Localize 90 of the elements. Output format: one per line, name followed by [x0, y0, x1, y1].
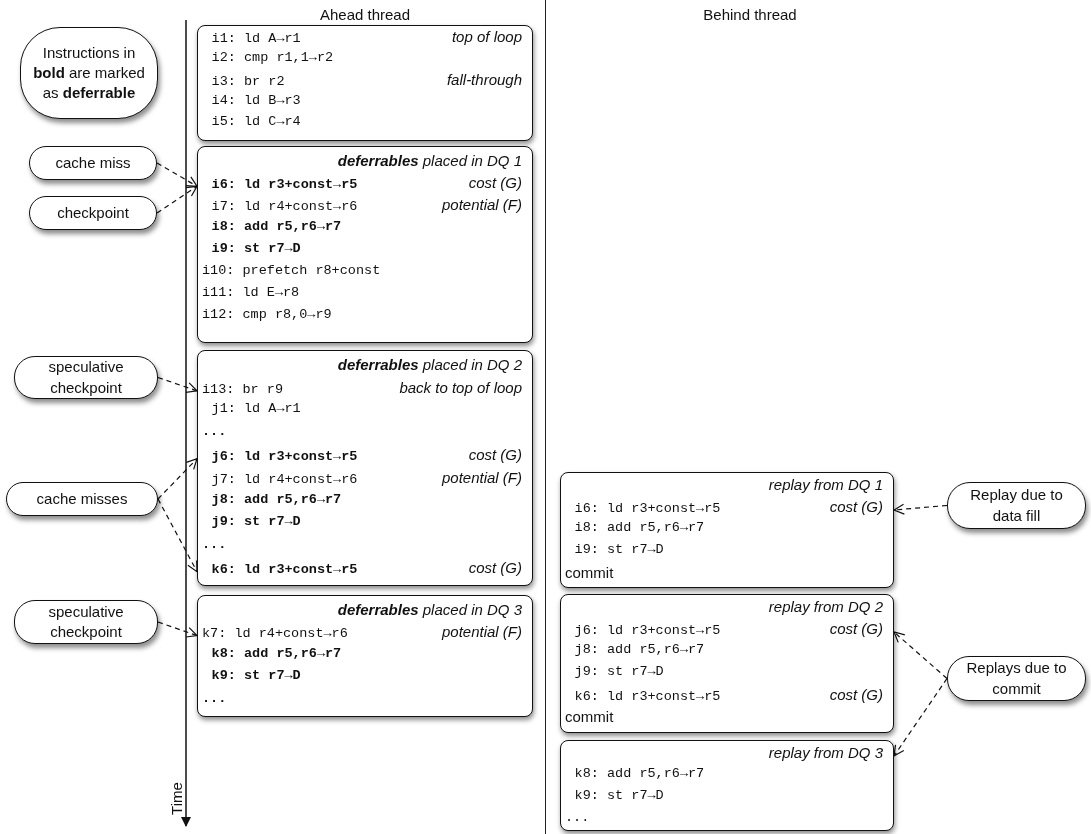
- queue-heading: deferrables placed in DQ 2: [337, 356, 522, 373]
- callout-text: Replays due to commit: [965, 658, 1068, 699]
- callout-bubble: [20, 27, 158, 119]
- instruction-text: j9: st r7→D: [574, 664, 664, 679]
- arrow: [157, 376, 198, 393]
- annotation-text: cost (G): [829, 686, 883, 703]
- instruction-text: j6: ld r3+const→r5: [211, 449, 358, 465]
- instruction-box: [560, 472, 894, 588]
- queue-heading: deferrables placed in DQ 3: [337, 601, 522, 618]
- callout-bubble: [14, 600, 158, 644]
- instruction-text: i3: br r2: [211, 74, 285, 89]
- instruction-text: j8: add r5,r6→r7: [574, 642, 705, 657]
- column-heading: Behind thread: [703, 6, 797, 23]
- callout-bubble: [6, 482, 158, 516]
- annotation-text: cost (G): [829, 498, 883, 515]
- instruction-text: k9: st r7→D: [574, 788, 664, 803]
- instruction-text: j9: st r7→D: [211, 514, 301, 530]
- callout-text: Instructions in bold are marked as deferrable: [32, 42, 146, 104]
- annotation-text: potential (F): [441, 196, 522, 214]
- instruction-text: i8: add r5,r6→r7: [574, 520, 705, 535]
- instruction-text: j1: ld A→r1: [211, 401, 301, 417]
- instruction-text: k7: ld r4+const→r6: [202, 626, 348, 642]
- instruction-text: i1: ld A→r1: [211, 31, 301, 46]
- arrow: [156, 162, 198, 187]
- instruction-text: i5: ld C→r4: [211, 114, 301, 129]
- arrow: [893, 631, 948, 680]
- instruction-text: i2: cmp r1,1→r2: [211, 49, 334, 65]
- instruction-text: k6: ld r3+const→r5: [211, 562, 358, 578]
- instruction-text: i9: st r7→D: [574, 542, 664, 557]
- instruction-text: j8: add r5,r6→r7: [211, 491, 342, 507]
- instruction-text: ...: [565, 810, 590, 825]
- arrow: [157, 458, 198, 500]
- annotation-text: cost (G): [468, 559, 522, 577]
- callout-bubble: [947, 656, 1086, 701]
- instruction-text: j6: ld r3+const→r5: [574, 623, 721, 638]
- callout-text: speculative checkpoint: [47, 357, 125, 398]
- instruction-text: ...: [202, 690, 227, 706]
- annotation-text: back to top of loop: [399, 378, 522, 396]
- instruction-text: i12: cmp r8,0→r9: [202, 307, 332, 323]
- callout-bubble: [947, 482, 1086, 529]
- commit-label: commit: [565, 708, 614, 725]
- arrow: [157, 621, 198, 638]
- callout-text: cache miss: [55, 152, 131, 173]
- annotation-text: potential (F): [441, 468, 522, 486]
- queue-heading: replay from DQ 2: [768, 598, 883, 615]
- callout-text: Replay due to data fill: [969, 485, 1064, 526]
- arrow: [156, 185, 198, 214]
- queue-heading: replay from DQ 3: [768, 744, 883, 761]
- instruction-text: i13: br r9: [202, 381, 283, 397]
- instruction-box: [197, 595, 533, 717]
- instruction-text: k9: st r7→D: [211, 668, 301, 684]
- arrow: [893, 503, 948, 515]
- queue-heading: replay from DQ 1: [768, 476, 883, 493]
- instruction-text: k8: add r5,r6→r7: [574, 766, 705, 781]
- instruction-text: ...: [202, 536, 227, 552]
- callout-text: cache misses: [36, 488, 128, 509]
- instruction-box: [197, 146, 533, 343]
- callout-bubble: [14, 356, 158, 399]
- instruction-text: j7: ld r4+const→r6: [211, 471, 358, 487]
- callout-text: speculative checkpoint: [47, 601, 125, 642]
- annotation-text: cost (G): [829, 620, 883, 637]
- annotation-text: potential (F): [441, 623, 522, 641]
- arrow: [157, 498, 198, 573]
- instruction-text: i11: ld E→r8: [202, 285, 300, 301]
- instruction-text: i4: ld B→r3: [211, 92, 301, 108]
- instruction-text: ...: [202, 423, 227, 439]
- commit-label: commit: [565, 564, 614, 581]
- annotation-text: top of loop: [451, 28, 522, 45]
- callout-bubble: [29, 196, 157, 230]
- annotation-text: cost (G): [468, 446, 522, 464]
- instruction-text: i6: ld r3+const→r5: [574, 501, 721, 516]
- instruction-text: i8: add r5,r6→r7: [211, 218, 342, 234]
- queue-heading: deferrables placed in DQ 1: [337, 152, 522, 169]
- instruction-box: [560, 594, 894, 733]
- instruction-box: [197, 25, 533, 141]
- instruction-text: k8: add r5,r6→r7: [211, 645, 342, 661]
- annotation-text: fall-through: [446, 71, 522, 88]
- arrow: [893, 677, 948, 757]
- column-heading: Ahead thread: [319, 6, 411, 23]
- instruction-box: [197, 350, 533, 586]
- instruction-box: [560, 740, 894, 831]
- instruction-text: i6: ld r3+const→r5: [211, 177, 358, 193]
- axis-label: Time: [167, 782, 185, 815]
- annotation-text: cost (G): [468, 174, 522, 192]
- instruction-text: i10: prefetch r8+const: [202, 262, 381, 278]
- instruction-text: i7: ld r4+const→r6: [211, 199, 358, 215]
- instruction-text: k6: ld r3+const→r5: [574, 689, 721, 704]
- callout-text: checkpoint: [57, 202, 129, 223]
- callout-bubble: [29, 146, 157, 180]
- instruction-text: i9: st r7→D: [211, 240, 301, 256]
